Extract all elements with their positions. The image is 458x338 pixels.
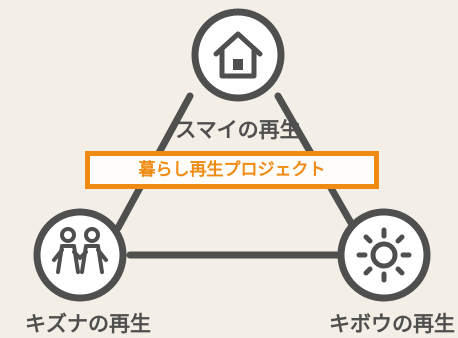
project-title: 暮らし再生プロジェクト [138, 159, 326, 180]
sun-icon [356, 227, 412, 283]
node-label-kizuna: キズナの再生 [25, 312, 151, 336]
node-label-sumai: スマイの再生 [175, 118, 301, 142]
node-right-circle [337, 208, 431, 302]
node-left [33, 208, 127, 302]
node-top-circle [191, 8, 285, 102]
node-top [191, 8, 285, 102]
house-icon [213, 31, 263, 79]
project-banner: 暮らし再生プロジェクト [85, 151, 379, 189]
node-left-circle [33, 208, 127, 302]
node-right [337, 208, 431, 302]
people-holding-hands-icon [52, 227, 108, 274]
node-label-kibou: キボウの再生 [329, 312, 455, 336]
